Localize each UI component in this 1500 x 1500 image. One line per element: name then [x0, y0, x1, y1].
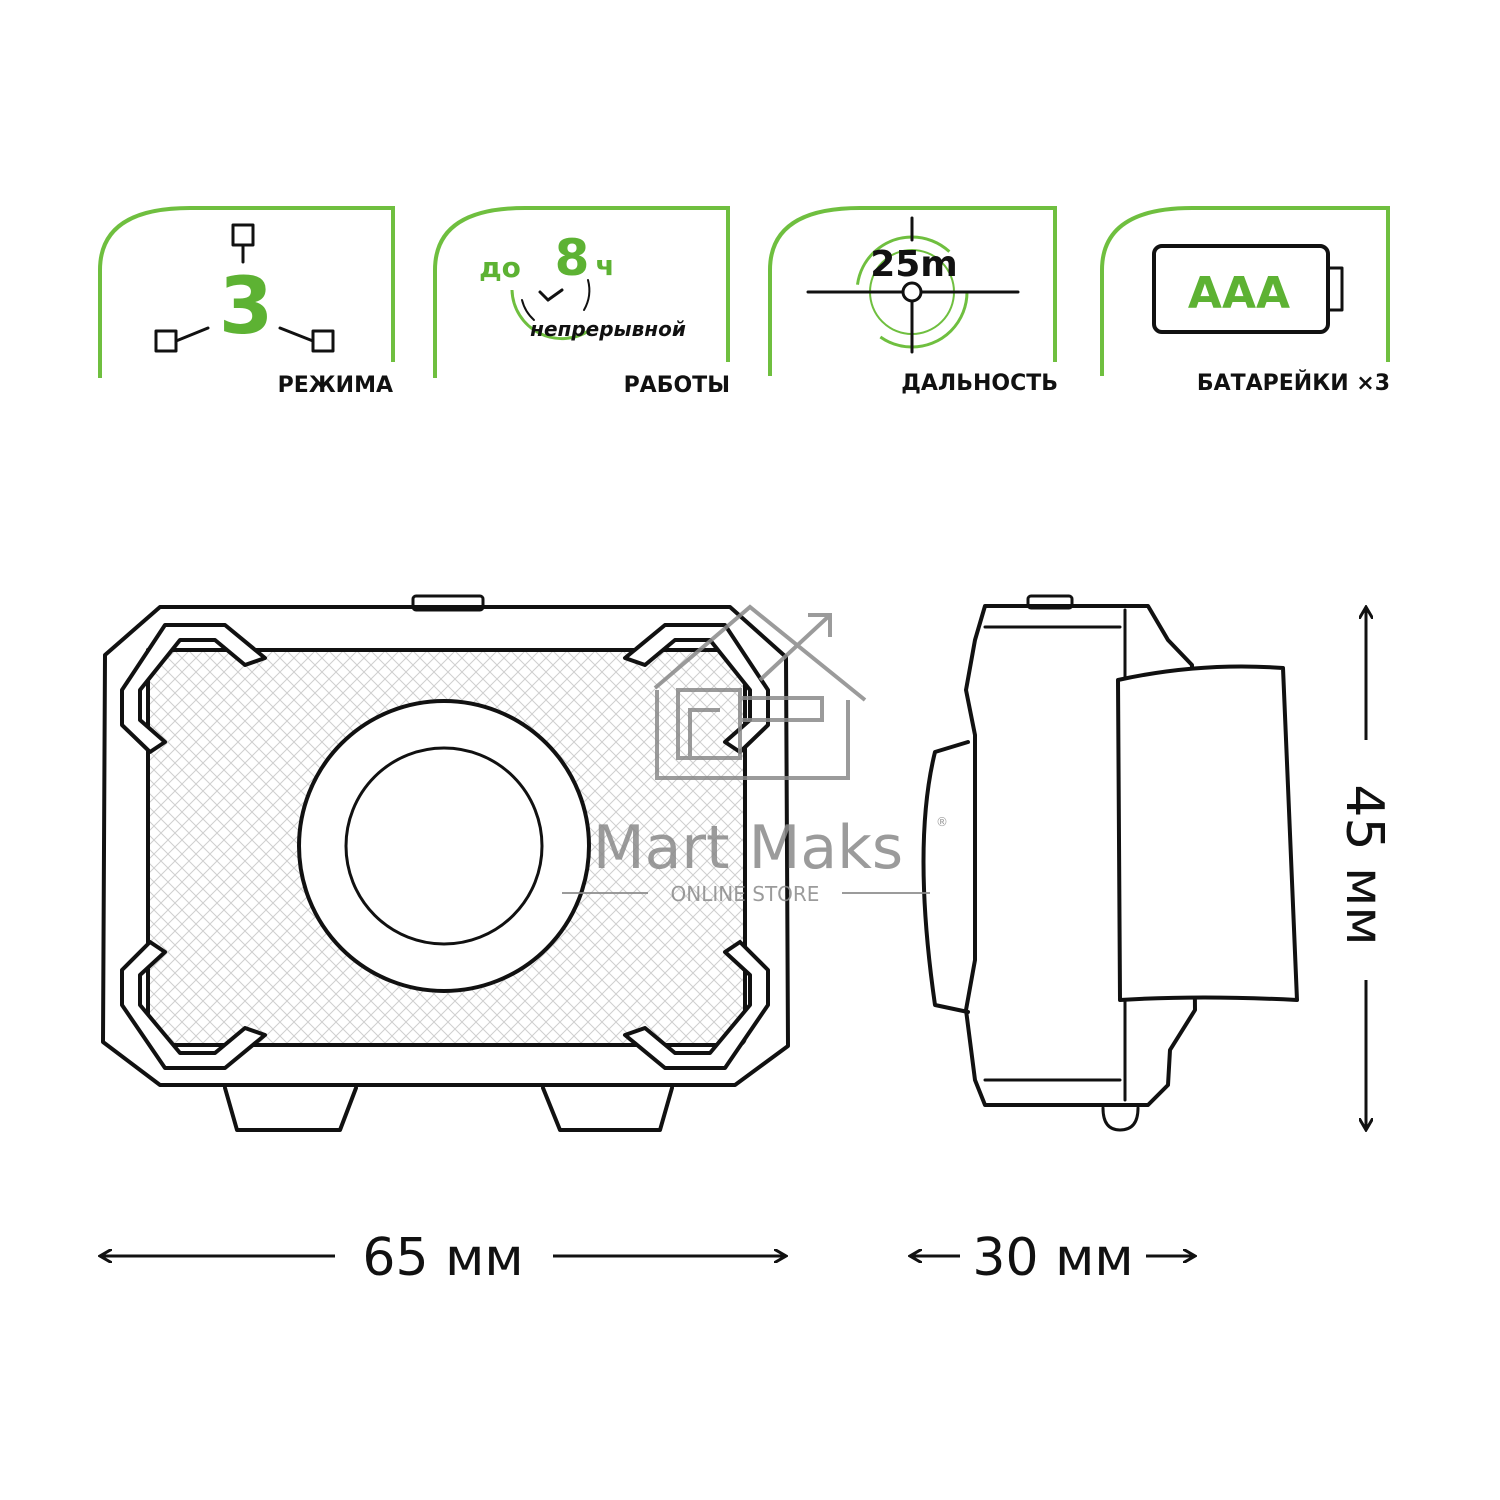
width-label: 65 мм [362, 1228, 523, 1288]
modes-value: 3 [219, 262, 273, 352]
feature-runtime: до 8 ч непрерывной РАБОТЫ [433, 206, 730, 398]
battery-icon [1152, 244, 1344, 334]
feature-range: 25m ДАЛЬНОСТЬ [768, 206, 1058, 396]
dimension-width: 65 мм [100, 1228, 786, 1288]
store-house-icon [653, 604, 867, 780]
depth-label: 30 мм [972, 1228, 1133, 1288]
runtime-unit: ч [595, 249, 614, 282]
runtime-label: РАБОТЫ [624, 373, 730, 398]
runtime-value: 8 [555, 229, 590, 287]
headlamp-side-view [921, 594, 1299, 1132]
modes-label: РЕЖИМА [278, 373, 393, 398]
feature-battery: AAA БАТАРЕЙКИ ×3 [1100, 206, 1390, 396]
watermark-sub: ONLINE STORE [671, 882, 820, 906]
range-value: 25m [870, 244, 958, 285]
battery-value: AAA [1188, 268, 1290, 319]
runtime-prefix: до [479, 251, 521, 284]
feature-modes: 3 РЕЖИМА [98, 206, 395, 398]
battery-label: БАТАРЕЙКИ ×3 [1197, 370, 1390, 396]
runtime-sub: непрерывной [530, 317, 686, 341]
range-label: ДАЛЬНОСТЬ [901, 371, 1058, 396]
height-label: 45 мм [1334, 784, 1394, 945]
clock-icon [510, 279, 591, 341]
watermark: Mart Maks ® ONLINE STORE [562, 604, 948, 906]
watermark-brand: Mart Maks [593, 813, 903, 883]
dimension-height: 45 мм [1334, 607, 1394, 1130]
modes-icon [154, 223, 335, 353]
headlamp-front-view [101, 594, 790, 1132]
dimension-depth: 30 мм [910, 1228, 1195, 1288]
crosshair-icon [806, 216, 1020, 354]
watermark-mark: ® [936, 815, 948, 829]
